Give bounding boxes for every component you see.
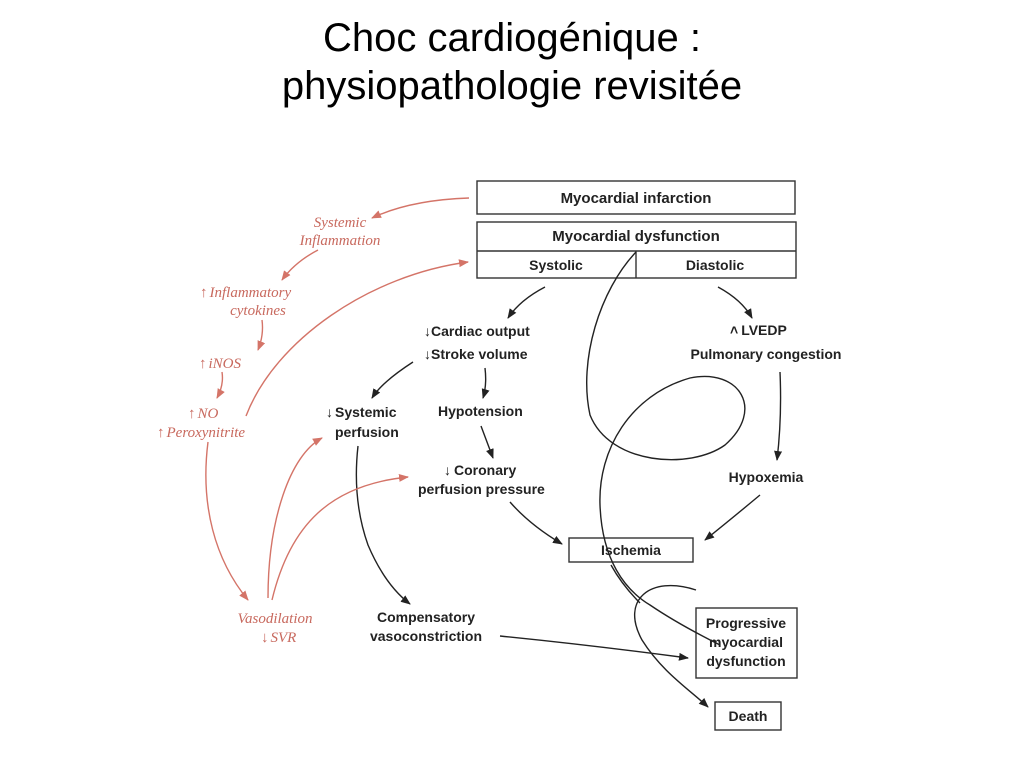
- inflammatory-cytokines-node: ↑Inflammatory cytokines: [200, 285, 292, 319]
- svr-red-label: SVR: [271, 630, 297, 646]
- progressive-label-1: Progressive: [706, 615, 786, 631]
- death-box: Death: [714, 701, 782, 731]
- down-arrow-icon: ↓: [424, 323, 431, 339]
- slide-title-line1: Choc cardiogénique :: [322, 16, 702, 60]
- inflammatory-red-label: Inflammatory: [209, 285, 292, 301]
- vasodilation-red-label: Vasodilation: [237, 611, 312, 627]
- vicious-circle-loop: [586, 251, 746, 646]
- output-to-systemic-perfusion-arrow: [371, 361, 414, 399]
- systemic-inflammation-node: Systemic Inflammation: [299, 215, 381, 249]
- perfusion-pressure-label: perfusion pressure: [418, 481, 545, 497]
- up-arrow-icon: ↑: [157, 425, 165, 441]
- perfusion-to-vasoconstriction-arrow: [355, 445, 411, 605]
- vasoconstriction-label: vasoconstriction: [370, 628, 482, 644]
- slide-title-line2: physiopathologie revisitée: [281, 64, 743, 108]
- no-peroxynitrite-node: ↑NO ↑Peroxynitrite: [157, 406, 245, 441]
- ischemia-label: Ischemia: [601, 542, 661, 558]
- inos-red-label: iNOS: [209, 356, 242, 372]
- svg-text:↓Systemic: ↓Systemic: [326, 404, 397, 420]
- svg-text:↑Inflammatory: ↑Inflammatory: [200, 285, 292, 301]
- inflammation-red-label: Inflammation: [299, 233, 381, 249]
- peroxynitrite-to-vasodilation-arrow: [205, 441, 249, 601]
- coronary-perfusion-node: ↓Coronary perfusion pressure: [418, 462, 545, 497]
- down-arrow-icon: ↓: [261, 630, 269, 646]
- myocardial-infarction-label: Myocardial infarction: [561, 190, 712, 207]
- systolic-to-cardiac-output-arrow: [507, 286, 546, 319]
- hypoxemia-to-ischemia-arrow: [704, 494, 761, 541]
- svg-text:↑iNOS: ↑iNOS: [199, 356, 242, 372]
- no-red-label: NO: [197, 406, 219, 422]
- hypoxemia-label: Hypoxemia: [729, 469, 804, 485]
- myocardial-dysfunction-label: Myocardial dysfunction: [552, 228, 720, 245]
- systemic-red-label: Systemic: [314, 215, 367, 231]
- diastolic-to-lvedp-arrow: [717, 286, 753, 319]
- inos-to-no-arrow: [216, 371, 225, 399]
- vasodilation-to-systemic-perfusion-arrow: [267, 437, 323, 599]
- up-caret-icon: ˄: [730, 322, 738, 338]
- pulmonary-congestion-label: Pulmonary congestion: [691, 346, 842, 362]
- myocardial-dysfunction-box: Myocardial dysfunction Systolic Diastoli…: [476, 221, 797, 279]
- progressive-to-death-arrow: [633, 585, 709, 708]
- lvedp-label: LVEDP: [741, 322, 787, 338]
- down-arrow-icon: ↓: [326, 404, 333, 420]
- cytokines-to-inos-arrow: [257, 319, 266, 351]
- ischemia-to-progressive-line: [610, 564, 641, 604]
- peroxynitrite-to-systolic-arrow: [245, 259, 469, 417]
- cardiac-output-node: ↓Cardiac output ↓Stroke volume: [424, 323, 530, 362]
- slide-title: Choc cardiogénique : physiopathologie re…: [0, 14, 1024, 110]
- down-arrow-icon: ↓: [444, 462, 451, 478]
- myocardial-infarction-box: Myocardial infarction: [476, 180, 796, 215]
- ischemia-box: Ischemia: [568, 537, 694, 563]
- compensatory-node: Compensatory vasoconstriction: [370, 609, 482, 644]
- output-to-hypotension-arrow: [481, 367, 490, 399]
- hypotension-label: Hypotension: [438, 403, 523, 419]
- svg-text:↓Cardiac output: ↓Cardiac output: [424, 323, 530, 339]
- vasodilation-to-coronary-arrow: [271, 473, 409, 601]
- stroke-volume-label: Stroke volume: [431, 346, 528, 362]
- hypotension-to-coronary-arrow: [480, 425, 494, 459]
- progressive-label-2: myocardial: [709, 634, 783, 650]
- cardiac-output-label: Cardiac output: [431, 323, 530, 339]
- vasoconstriction-to-progressive-arrow: [499, 635, 689, 661]
- coronary-label: Coronary: [454, 462, 516, 478]
- inflammation-to-cytokines-arrow: [281, 249, 319, 281]
- peroxynitrite-red-label: Peroxynitrite: [166, 425, 246, 441]
- death-label: Death: [729, 708, 768, 724]
- cytokines-red-label: cytokines: [230, 303, 286, 319]
- congestion-to-hypoxemia-arrow: [774, 371, 783, 461]
- systolic-label: Systolic: [529, 257, 583, 273]
- up-arrow-icon: ↑: [188, 406, 196, 422]
- svg-text:↑NO: ↑NO: [188, 406, 219, 422]
- vasodilation-node: Vasodilation ↓SVR: [237, 611, 312, 646]
- down-arrow-icon: ↓: [424, 346, 431, 362]
- svg-text:˄LVEDP: ˄LVEDP: [730, 322, 787, 338]
- progressive-dysfunction-box: Progressive myocardial dysfunction: [695, 607, 798, 679]
- systemic-perfusion-node: ↓Systemic perfusion: [326, 404, 399, 440]
- svg-text:↓Stroke volume: ↓Stroke volume: [424, 346, 528, 362]
- svg-text:↓SVR: ↓SVR: [261, 630, 296, 646]
- svg-text:↓Coronary: ↓Coronary: [444, 462, 516, 478]
- svg-text:↑Peroxynitrite: ↑Peroxynitrite: [157, 425, 245, 441]
- up-arrow-icon: ↑: [200, 285, 208, 301]
- lvedp-node: ˄LVEDP Pulmonary congestion: [691, 322, 842, 362]
- perfusion-label: perfusion: [335, 424, 399, 440]
- compensatory-label: Compensatory: [377, 609, 475, 625]
- diastolic-label: Diastolic: [686, 257, 745, 273]
- coronary-to-ischemia-arrow: [509, 501, 563, 545]
- progressive-label-3: dysfunction: [706, 653, 785, 669]
- up-arrow-icon: ↑: [199, 356, 207, 372]
- infarction-to-inflammation-arrow: [371, 197, 470, 219]
- systemic-label: Systemic: [335, 404, 397, 420]
